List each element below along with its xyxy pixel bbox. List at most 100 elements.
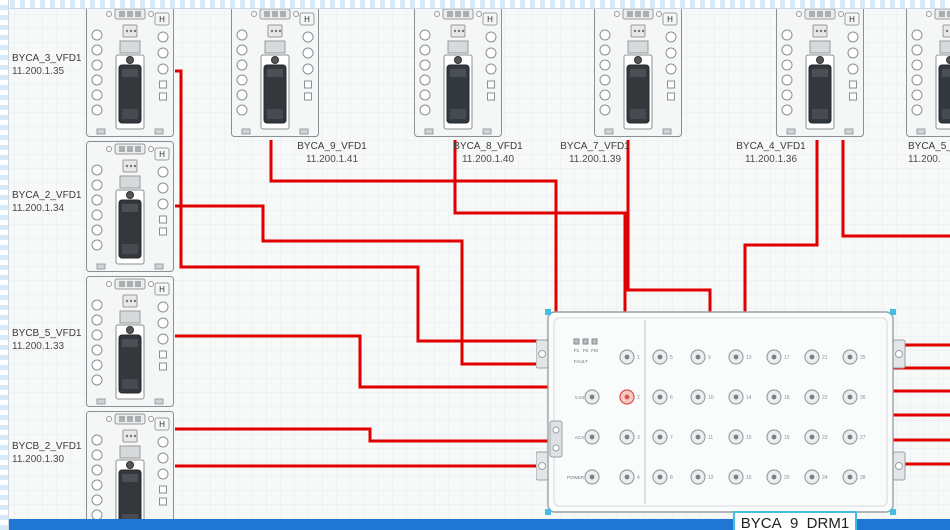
module-port[interactable]: 1 — [619, 349, 640, 365]
left-port-column — [91, 164, 103, 251]
screw-icon — [838, 11, 844, 17]
right-port-column — [302, 31, 314, 101]
vfd-device-graphic: H — [86, 6, 174, 137]
module-port[interactable]: 3 — [619, 429, 640, 445]
module-port[interactable]: 25 — [842, 349, 866, 365]
module-port[interactable]: 18 — [766, 389, 790, 405]
module-port[interactable] — [584, 429, 600, 445]
connection-wire[interactable] — [626, 140, 712, 312]
connection-wire[interactable] — [175, 204, 548, 366]
module-port[interactable]: 11 — [690, 429, 713, 445]
vfd-device[interactable]: H — [85, 5, 175, 138]
vfd-device-graphic: H — [906, 6, 950, 137]
left-port-column — [911, 29, 923, 116]
device-ip: 11.200.1.35 — [12, 65, 65, 77]
bottom-bar[interactable] — [0, 519, 950, 530]
selection-handle[interactable] — [890, 309, 896, 315]
module-port[interactable]: 9 — [690, 349, 711, 365]
module-port[interactable]: 10 — [690, 389, 714, 405]
module-name-label[interactable]: BYCA_9_DRM1 — [733, 511, 857, 530]
module-port[interactable]: 23 — [804, 429, 828, 445]
module-port[interactable]: 17 — [766, 349, 790, 365]
side-label-aca: ACA — [575, 435, 584, 440]
module-port[interactable]: 8 — [652, 469, 673, 485]
vfd-device-graphic: H — [86, 276, 174, 407]
right-port-column — [847, 31, 859, 101]
screw-icon — [614, 11, 620, 17]
module-port[interactable]: 7 — [652, 429, 673, 445]
vfd-device[interactable]: H — [413, 5, 503, 138]
module-port[interactable]: 13 — [728, 349, 752, 365]
connector-pin — [635, 11, 641, 17]
connector-pin — [643, 11, 649, 17]
port-number: 16 — [746, 475, 752, 481]
h-marking-frame — [844, 12, 860, 26]
module-port[interactable]: 27 — [842, 429, 866, 445]
module-port[interactable]: 22 — [804, 389, 828, 405]
connection-wire[interactable] — [453, 140, 627, 312]
module-port[interactable]: 5 — [652, 349, 673, 365]
vfd-device[interactable]: H — [85, 275, 175, 408]
device-h-marking: H — [304, 15, 310, 24]
module-port[interactable]: 28 — [842, 469, 866, 485]
device-ip: 11.200.1.34 — [12, 202, 65, 214]
module-port[interactable]: 16 — [728, 469, 752, 485]
module-port[interactable]: 12 — [690, 469, 714, 485]
module-port[interactable]: 24 — [804, 469, 828, 485]
vfd-device[interactable]: H — [593, 5, 683, 138]
drive-knob — [271, 56, 279, 64]
vfd-device[interactable]: H — [230, 5, 320, 138]
vfd-device[interactable]: H — [85, 410, 175, 530]
connection-wire[interactable] — [269, 140, 558, 312]
module-port[interactable]: 21 — [804, 349, 828, 365]
port-number: 11 — [708, 435, 713, 441]
connector-pin — [119, 281, 125, 287]
module-port[interactable]: 4 — [619, 469, 640, 485]
connector-pin — [947, 11, 950, 17]
h-marking-frame — [482, 12, 498, 26]
module-body — [547, 311, 894, 513]
device-name: BYCA_4_VFD1 — [736, 141, 806, 152]
port-number: 14 — [746, 395, 752, 401]
display-panel — [447, 40, 469, 54]
right-port-column — [157, 31, 169, 101]
connection-wire[interactable] — [841, 140, 950, 238]
module-port[interactable]: 19 — [766, 429, 790, 445]
module-port[interactable] — [584, 469, 600, 485]
port-number: 9 — [708, 355, 711, 361]
connector-pin — [127, 281, 133, 287]
vfd-device[interactable]: H — [905, 5, 950, 138]
connection-wire[interactable] — [743, 140, 819, 312]
connector-pin — [463, 11, 469, 17]
screw-icon — [106, 11, 112, 17]
left-port-column — [91, 434, 103, 521]
module-port[interactable]: 15 — [728, 429, 752, 445]
module-port[interactable]: 6 — [652, 389, 673, 405]
module-port[interactable]: 26 — [842, 389, 866, 405]
drive-knob — [126, 461, 134, 469]
status-label-fm: FM — [591, 348, 598, 353]
connection-wire[interactable] — [175, 334, 548, 389]
left-port-column — [91, 299, 103, 386]
vfd-device[interactable]: H — [85, 140, 175, 273]
connection-wire[interactable] — [175, 69, 548, 343]
vfd-device[interactable]: H — [775, 5, 865, 138]
module-port[interactable] — [584, 389, 600, 405]
device-name: BYCA_9_VFD1 — [297, 141, 367, 152]
module-port[interactable]: 20 — [766, 469, 790, 485]
connection-wire[interactable] — [175, 427, 548, 443]
selection-handle[interactable] — [890, 509, 896, 515]
selection-handle[interactable] — [545, 509, 551, 515]
module-port-alarm[interactable]: 2 — [619, 389, 640, 405]
drive-knob — [126, 326, 134, 334]
selection-handle[interactable] — [545, 309, 551, 315]
module-port[interactable]: 14 — [728, 389, 752, 405]
port-number: 4 — [637, 475, 640, 481]
device-h-marking: H — [667, 15, 673, 24]
screw-icon — [148, 281, 154, 287]
